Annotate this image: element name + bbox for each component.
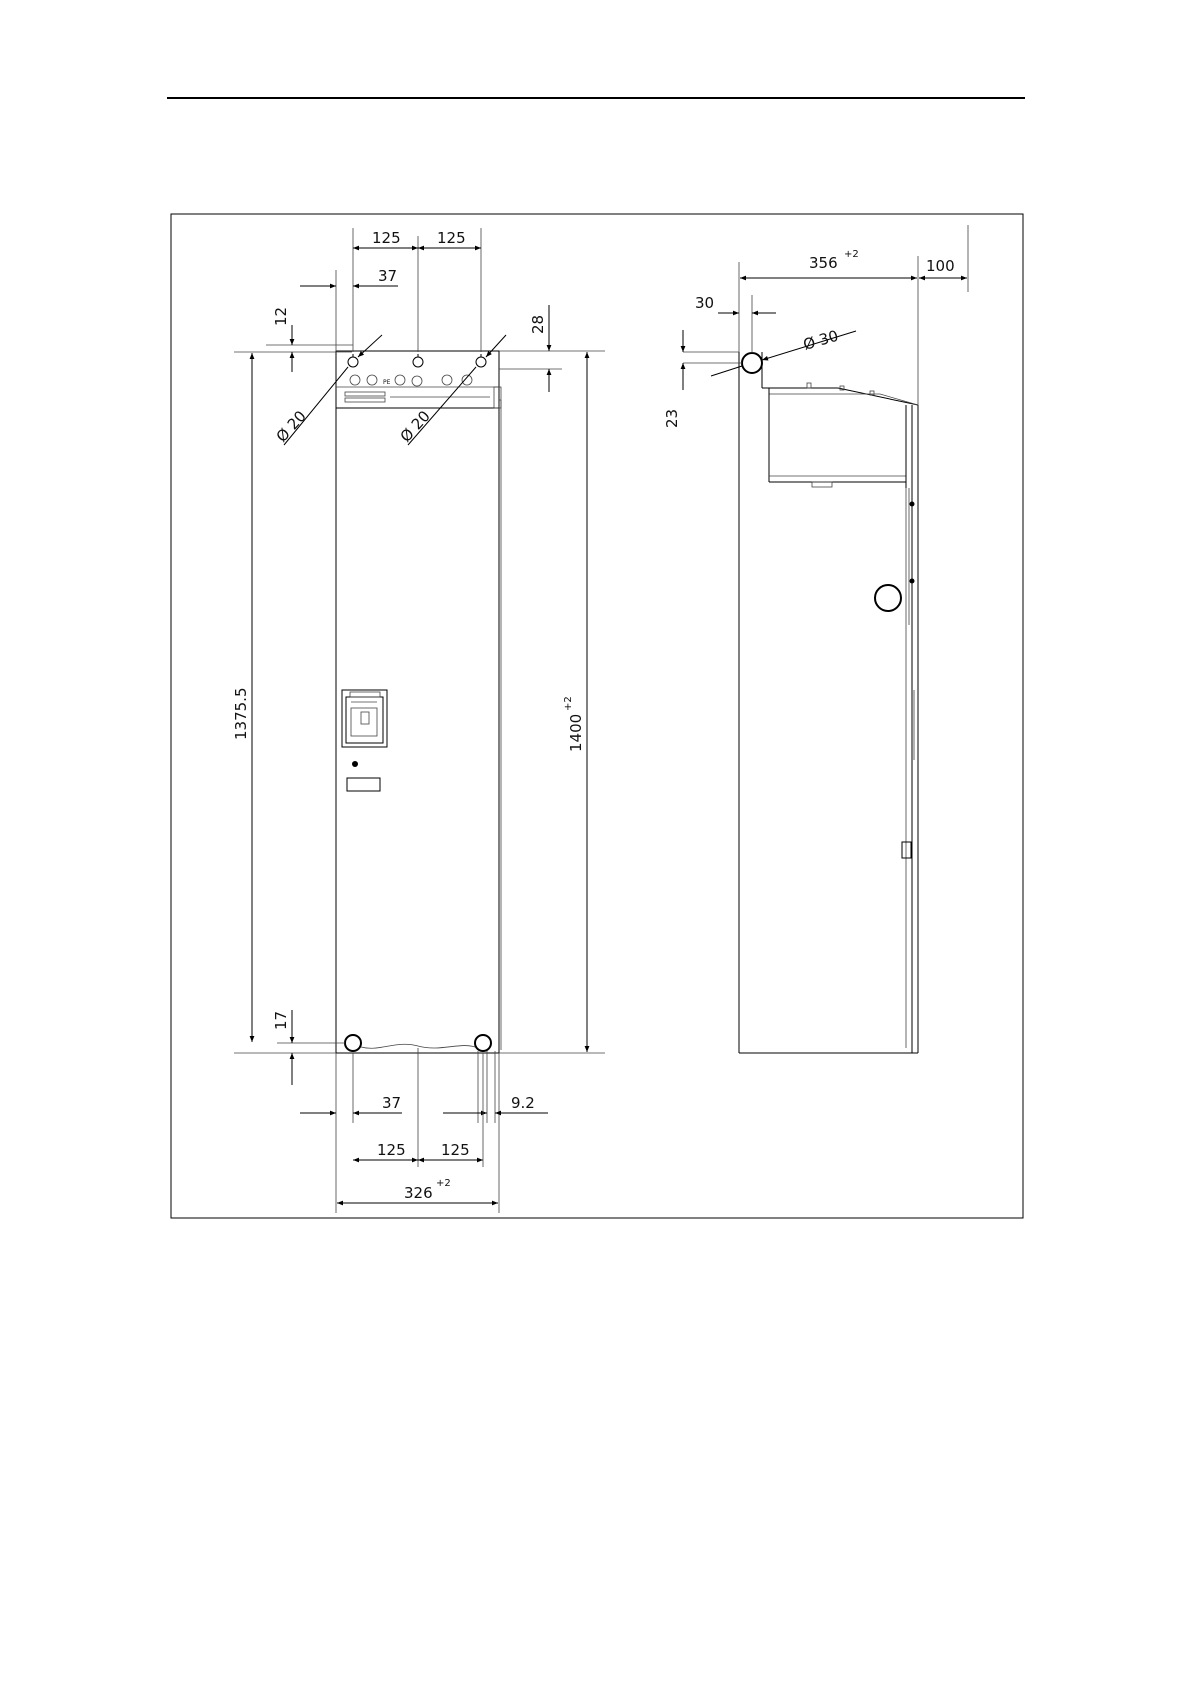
dim-bottom-spacing-right: 125: [441, 1141, 470, 1159]
dim-bottom-offset-37: 37: [382, 1094, 401, 1112]
dim-top-vertical-28: 28: [529, 315, 547, 334]
dim-width-tol: +2: [436, 1178, 451, 1189]
dim-hole-dia-left: Ø 20: [273, 407, 310, 446]
dim-depth-tol: +2: [844, 249, 859, 260]
dim-bottom-offset-9-2: 9.2: [511, 1094, 535, 1112]
side-view: 356 +2 100 30 Ø 30 23: [663, 225, 968, 1053]
dim-top-spacing-left: 125: [372, 229, 401, 247]
door-handle: [902, 842, 911, 858]
front-view: PE: [232, 228, 605, 1213]
operator-panel: [342, 690, 387, 747]
indicator-dot: [352, 761, 358, 767]
drawing-frame: [171, 214, 1023, 1218]
lifting-eye-right: [475, 1035, 491, 1051]
dim-top-offset-37: 37: [378, 267, 397, 285]
dim-top-spacing-right: 125: [437, 229, 466, 247]
dim-hole-dia-right: Ø 20: [397, 407, 434, 446]
side-mounting-hole: [742, 353, 762, 373]
dim-hole-dia-30: Ø 30: [801, 327, 840, 354]
dim-hole-vertical-23: 23: [663, 409, 681, 428]
dim-height-1375-5: 1375.5: [232, 688, 250, 741]
dim-bottom-vertical-17: 17: [272, 1011, 290, 1030]
dim-clearance-100: 100: [926, 257, 955, 275]
dim-height-1400-tol: +2: [563, 696, 574, 711]
dim-top-vertical-12: 12: [272, 307, 290, 326]
pe-label: PE: [383, 379, 391, 386]
dim-depth-356: 356: [809, 254, 838, 272]
dim-hole-offset-30: 30: [695, 294, 714, 312]
dim-height-1400: 1400: [567, 714, 585, 752]
lifting-eye-left: [345, 1035, 361, 1051]
door-lock-circle: [875, 585, 901, 611]
rating-label-plate: [347, 778, 380, 791]
dim-width-326: 326: [404, 1184, 433, 1202]
dim-bottom-spacing-left: 125: [377, 1141, 406, 1159]
